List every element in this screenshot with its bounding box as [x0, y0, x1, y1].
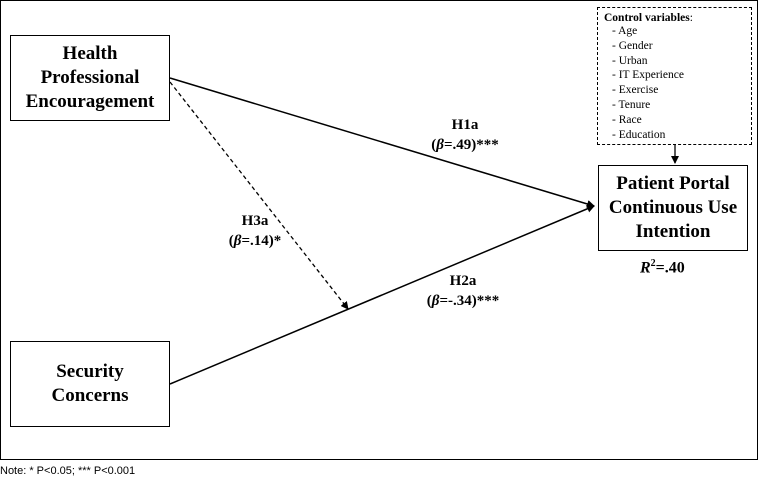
control-variable-item: - Education: [612, 128, 666, 141]
node-label-line: Encouragement: [25, 91, 155, 112]
node-label-line: Continuous Use: [608, 197, 738, 218]
control-variable-item: - Exercise: [612, 84, 659, 97]
node-label-line: Intention: [635, 221, 711, 242]
node-label-line: Security: [56, 361, 124, 382]
control-variable-item: - Urban: [612, 54, 648, 67]
significance-note: Note: * P<0.05; *** P<0.001: [0, 465, 136, 477]
control-variables-title: Control variables:: [604, 12, 693, 24]
control-variable-item: - IT Experience: [612, 69, 684, 82]
coefficient-value: =.49)***: [443, 137, 499, 153]
hypothesis-h3a: H3a (β=.14)*: [205, 211, 305, 251]
node-label-line: Professional: [40, 67, 140, 88]
node-security-concerns: Security Concerns: [10, 341, 170, 427]
control-variable-item: - Race: [612, 113, 642, 126]
control-variable-item: - Gender: [612, 39, 653, 52]
hypothesis-coefficient: (β=-.34)***: [426, 293, 500, 309]
r-squared-value: =.40: [655, 259, 685, 277]
node-health-professional-encouragement: Health Professional Encouragement: [10, 35, 170, 121]
arrow-h3a-moderation: [169, 81, 349, 310]
beta-symbol: β: [233, 233, 242, 249]
hypothesis-label: H1a: [451, 117, 479, 133]
control-variable-item: - Age: [612, 25, 638, 37]
node-label-line: Health: [62, 43, 118, 64]
r-squared-label: R2=.40: [640, 258, 685, 277]
hypothesis-h1a: H1a (β=.49)***: [415, 115, 515, 155]
control-variable-item: - Tenure: [612, 98, 651, 111]
hypothesis-label: H3a: [241, 213, 269, 229]
beta-symbol: β: [431, 293, 440, 309]
coefficient-value: =.14)*: [241, 233, 282, 249]
beta-symbol: β: [436, 137, 444, 153]
control-title-text: Control variables: [604, 12, 690, 24]
r-symbol: R: [640, 259, 651, 277]
hypothesis-h2a: H2a (β=-.34)***: [408, 271, 518, 311]
hypothesis-label: H2a: [449, 273, 477, 289]
hypothesis-coefficient: (β=.49)***: [431, 137, 499, 153]
node-patient-portal-continuous-use-intention: Patient Portal Continuous Use Intention: [598, 165, 748, 251]
node-label-line: Concerns: [51, 385, 129, 406]
hypothesis-coefficient: (β=.14)*: [228, 233, 282, 249]
node-label-line: Patient Portal: [616, 173, 730, 194]
r-superscript: 2: [650, 258, 656, 269]
control-variables-box: Control variables: - Age - Gender - Urba…: [597, 7, 752, 145]
arrow-h1a: [169, 77, 595, 208]
diagram-frame: [0, 0, 758, 460]
arrow-h2a: [169, 205, 595, 385]
control-variables-list: - Age - Gender - Urban - IT Experience -…: [604, 24, 751, 142]
coefficient-value: =-.34)***: [439, 293, 500, 309]
